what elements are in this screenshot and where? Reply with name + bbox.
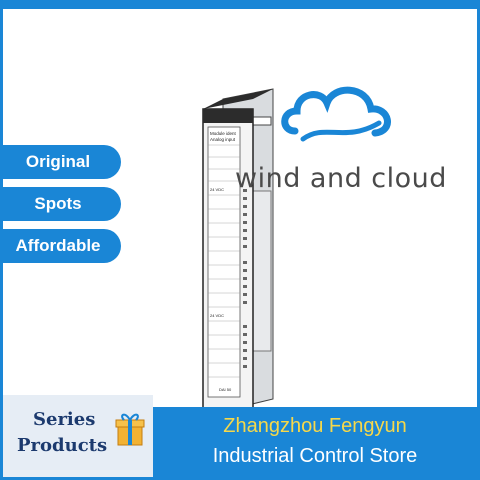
watermark-text: wind and cloud <box>235 163 447 194</box>
module-model-label: DAI 50 <box>219 387 232 392</box>
store-banner: Zhangzhou Fengyun Industrial Control Sto… <box>153 407 477 477</box>
frame-top-border <box>3 3 477 9</box>
label-rows <box>208 144 240 378</box>
tag-spots: Spots <box>3 187 121 221</box>
gift-icon <box>115 413 145 446</box>
cloud-logo-icon <box>281 86 391 142</box>
module-vdc-label-2: 24 VDC <box>210 313 224 318</box>
module-header-1: Module ident <box>210 131 237 136</box>
products-label: Products <box>17 435 108 456</box>
store-name: Zhangzhou Fengyun <box>223 415 407 437</box>
module-vdc-label-1: 24 VDC <box>210 187 224 192</box>
tag-affordable: Affordable <box>3 229 121 263</box>
module-header-2: Analog input <box>210 137 236 142</box>
series-label: Series <box>33 409 96 430</box>
watermark: wind and cloud <box>235 73 447 213</box>
series-products-panel: Series Products <box>3 395 153 477</box>
led-indicators <box>243 189 247 368</box>
tag-original: Original <box>3 145 121 179</box>
store-subtitle: Industrial Control Store <box>212 445 418 467</box>
